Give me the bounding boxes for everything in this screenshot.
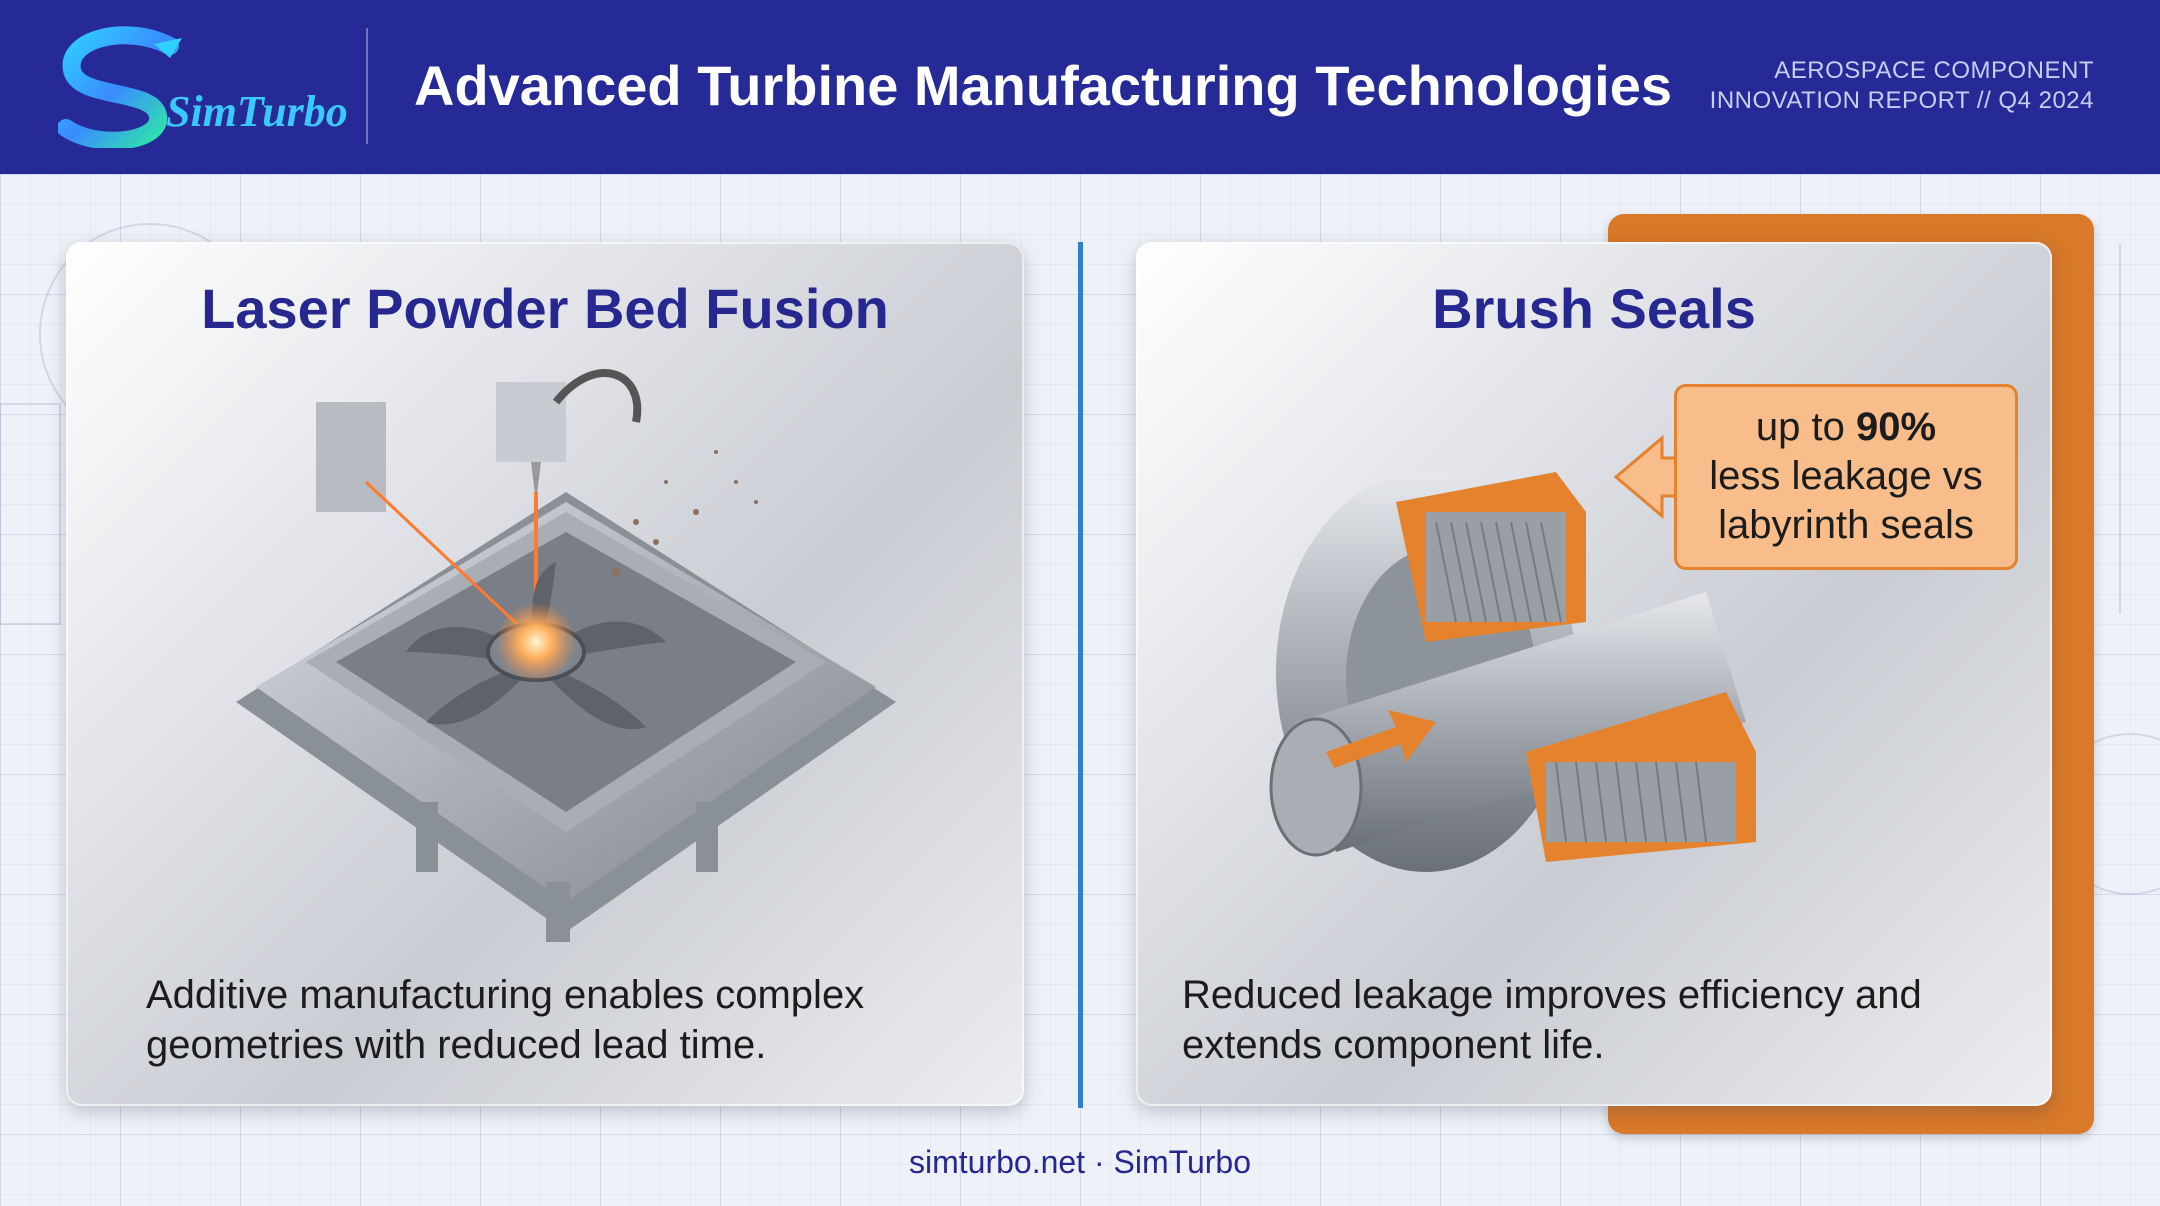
simturbo-logo[interactable]: SimTurbo: [58, 24, 348, 148]
report-line-2: INNOVATION REPORT // Q4 2024: [1709, 87, 2094, 114]
callout-prefix: up to: [1755, 405, 1856, 449]
page-title: Advanced Turbine Manufacturing Technolog…: [414, 54, 1673, 117]
footer-credit[interactable]: simturbo.net · SimTurbo: [908, 1144, 1252, 1180]
report-line-1: AEROSPACE COMPONENT: [1774, 57, 2094, 84]
leakage-callout: up to 90% less leakage vs labyrinth seal…: [1674, 384, 2018, 570]
panel-laser-powder-bed-fusion: Laser Powder Bed Fusion: [66, 242, 1024, 1106]
panel-description: Reduced leakage improves efficiency and …: [1182, 973, 1922, 1067]
callout-arrow-icon: [1613, 434, 1678, 520]
panel-title: Laser Powder Bed Fusion: [201, 277, 889, 340]
header-divider: [366, 28, 368, 144]
brush-seal-illustration: [1269, 472, 1756, 872]
callout-line-2: less leakage vs: [1709, 454, 1983, 498]
report-tag: AEROSPACE COMPONENT INNOVATION REPORT //…: [1710, 56, 2094, 116]
header-bar: SimTurbo Advanced Turbine Manufacturing …: [0, 0, 2160, 174]
callout-text: up to 90% less leakage vs labyrinth seal…: [1677, 403, 2015, 550]
lpbf-machine-illustration: [236, 369, 896, 942]
panel-title: Brush Seals: [1432, 277, 1756, 340]
svg-text:SimTurbo: SimTurbo: [166, 87, 348, 136]
callout-line-1: up to 90%: [1677, 403, 2015, 452]
center-divider: [1078, 242, 1083, 1108]
panel-description: Additive manufacturing enables complex g…: [146, 973, 865, 1067]
callout-line-3: labyrinth seals: [1718, 503, 1974, 547]
panel-brush-seals: Brush Seals: [1136, 242, 2052, 1106]
callout-highlight: 90%: [1856, 405, 1937, 449]
